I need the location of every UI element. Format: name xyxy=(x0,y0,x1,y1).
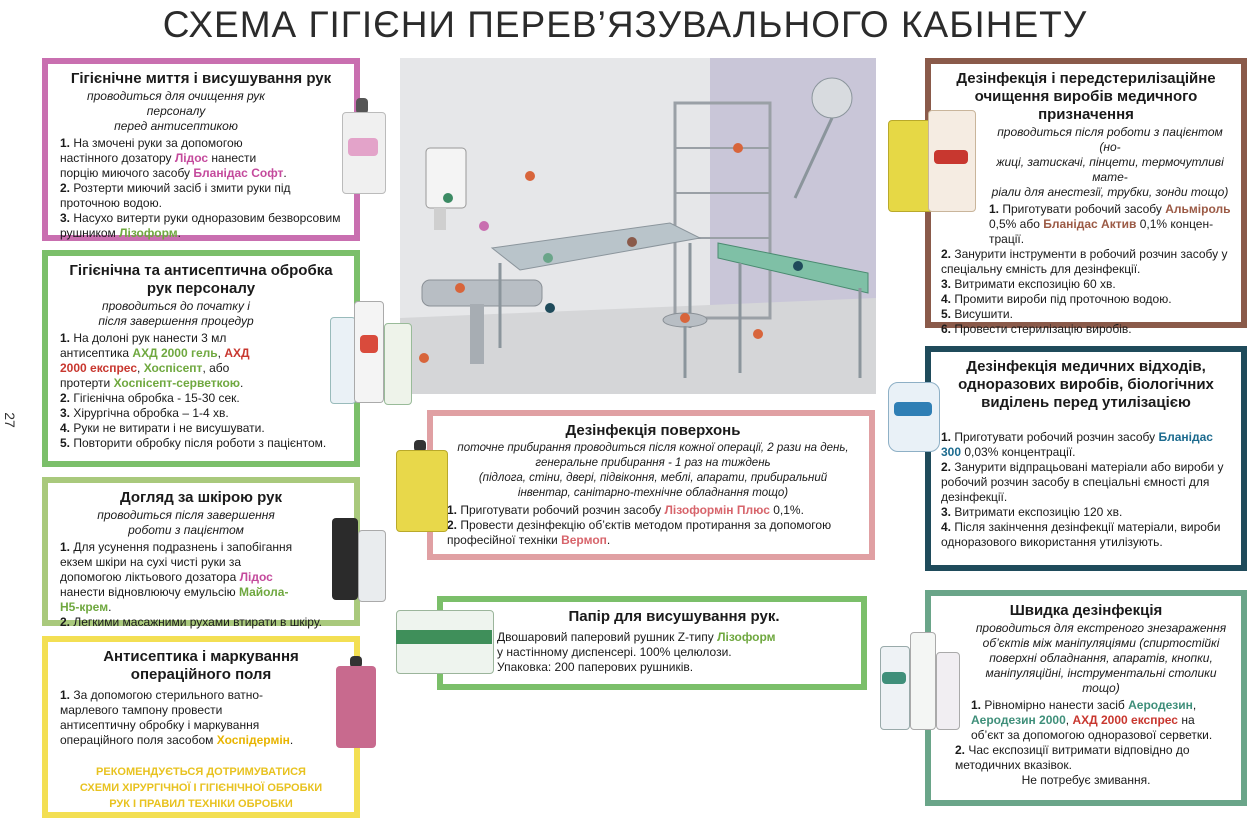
spray-bottles-image xyxy=(880,632,960,730)
surfaces-title: Дезінфекція поверхонь xyxy=(565,422,741,439)
antiseptic-step-3: 3. Хірургічна обробка – 1-4 хв. xyxy=(60,406,229,420)
operating-field-title-2: операційного поля xyxy=(130,666,272,683)
skin-care-title: Догляд за шкірою рук xyxy=(120,489,282,506)
quick-step-1: 1. Рівномірно нанести засіб Аеродезин, А… xyxy=(971,698,1213,742)
waste-card: Дезінфекція медичних відходів,одноразови… xyxy=(925,346,1247,571)
surfaces-step-1: 1. Приготувати робочий розчин засобу Ліз… xyxy=(447,503,804,517)
cream-bottle-image xyxy=(332,500,386,602)
paper-card: Папір для висушування рук. Двошаровий па… xyxy=(437,596,867,690)
waste-step-1: 1. Приготувати робочий розчин засобу Бла… xyxy=(941,430,1213,459)
hand-wash-step-2: 2. Розтерти миючий засіб і змити руки пі… xyxy=(60,181,291,210)
antiseptic-step-4: 4. Руки не витирати і не висушувати. xyxy=(60,421,265,435)
antiseptic-step-1: 1. На долоні рук нанести 3 мл антисептик… xyxy=(60,331,250,390)
instruments-step-6: 6. Провести стерилізацію виробів. xyxy=(941,322,1132,336)
hand-wash-card: Гігієнічне миття і висушування рук прово… xyxy=(42,58,360,241)
quick-note: Не потребує змивання. xyxy=(1021,773,1151,787)
skin-care-step-2: 2. Легкими масажними рухами втирати в шк… xyxy=(60,615,322,629)
hand-wash-sub1: проводиться для очищення рук персоналу xyxy=(87,89,265,118)
antiseptic-step-2: 2. Гігієнічна обробка - 15-30 сек. xyxy=(60,391,240,405)
antiseptic-title-1: Гігієнічна та антисептична обробка xyxy=(69,262,333,279)
paper-towel-pack-image xyxy=(396,610,494,674)
blanidas-can-image xyxy=(888,382,940,452)
instruments-step-1: 1. Приготувати робочий засобу Альміроль … xyxy=(989,202,1231,246)
antiseptic-bottles-image xyxy=(330,295,412,405)
antiseptic-step-5: 5. Повторити обробку після роботи з паці… xyxy=(60,436,327,450)
skin-care-step-1: 1. Для усунення подразнень і запобігання… xyxy=(60,540,293,614)
page-title: СХЕМА ГІГІЄНИ ПЕРЕВ’ЯЗУВАЛЬНОГО КАБІНЕТУ xyxy=(162,4,1088,45)
waste-step-2: 2. Занурити відпрацьовані матеріали або … xyxy=(941,460,1224,504)
instruments-step-2: 2. Занурити інструменти в робочий розчин… xyxy=(941,247,1228,276)
hand-wash-step-1: 1. На змочені руки за допомогою настінно… xyxy=(60,136,287,180)
paper-line-2: у настінному диспенсері. 100% целюлози. xyxy=(497,645,732,659)
antiseptic-title-2: рук персоналу xyxy=(146,280,256,297)
instruments-step-3: 3. Витримати експозицію 60 хв. xyxy=(941,277,1116,291)
product-lizoform: Лізоформ xyxy=(119,226,178,240)
page-number: 27 xyxy=(1,412,18,428)
hand-wash-title: Гігієнічне миття і висушування рук xyxy=(70,70,332,87)
product-lidos: Лідос xyxy=(174,151,209,165)
skin-care-card: Догляд за шкірою рук проводиться після з… xyxy=(42,477,360,629)
instruments-step-4: 4. Промити вироби під проточною водою. xyxy=(941,292,1172,306)
quick-card: Швидка дезінфекція проводиться для екстр… xyxy=(925,590,1247,806)
soap-bottle-image xyxy=(342,98,386,194)
paper-title: Папір для висушування рук. xyxy=(568,608,780,625)
canister-image xyxy=(396,440,448,532)
quick-title: Швидка дезінфекція xyxy=(1009,602,1163,619)
waste-step-3: 3. Витримати експозицію 120 хв. xyxy=(941,505,1123,519)
room-illustration xyxy=(400,58,876,394)
hand-wash-step-3: 3. Насухо витерти руки одноразовим безво… xyxy=(60,211,341,240)
surfaces-card: Дезінфекція поверхонь поточне прибирання… xyxy=(427,410,875,560)
hospidermin-bottle-image xyxy=(336,656,376,748)
treatment-room-drawing xyxy=(400,58,876,394)
instrument-disinfectant-bottles-image xyxy=(888,110,978,212)
operating-field-title-1: Антисептика і маркування xyxy=(103,648,299,665)
operating-field-step-1: 1. За допомогою стерильного ватно-марлев… xyxy=(60,688,294,747)
instruments-step-5: 5. Висушити. xyxy=(941,307,1013,321)
waste-step-4: 4. Після закінчення дезінфекції матеріал… xyxy=(941,520,1221,549)
hand-wash-sub2: перед антисептикою xyxy=(114,119,238,133)
paper-line-3: Упаковка: 200 паперових рушників. xyxy=(497,660,694,674)
paper-line-1: Двошаровий паперовий рушник Z-типу Лізоф… xyxy=(497,630,776,644)
quick-step-2: 2. Час експозиції витримати відповідно д… xyxy=(955,743,1190,772)
product-blanidas-soft: Бланідас Софт xyxy=(193,166,284,180)
surfaces-step-2: 2. Провести дезінфекцію об’єктів методом… xyxy=(447,518,832,547)
